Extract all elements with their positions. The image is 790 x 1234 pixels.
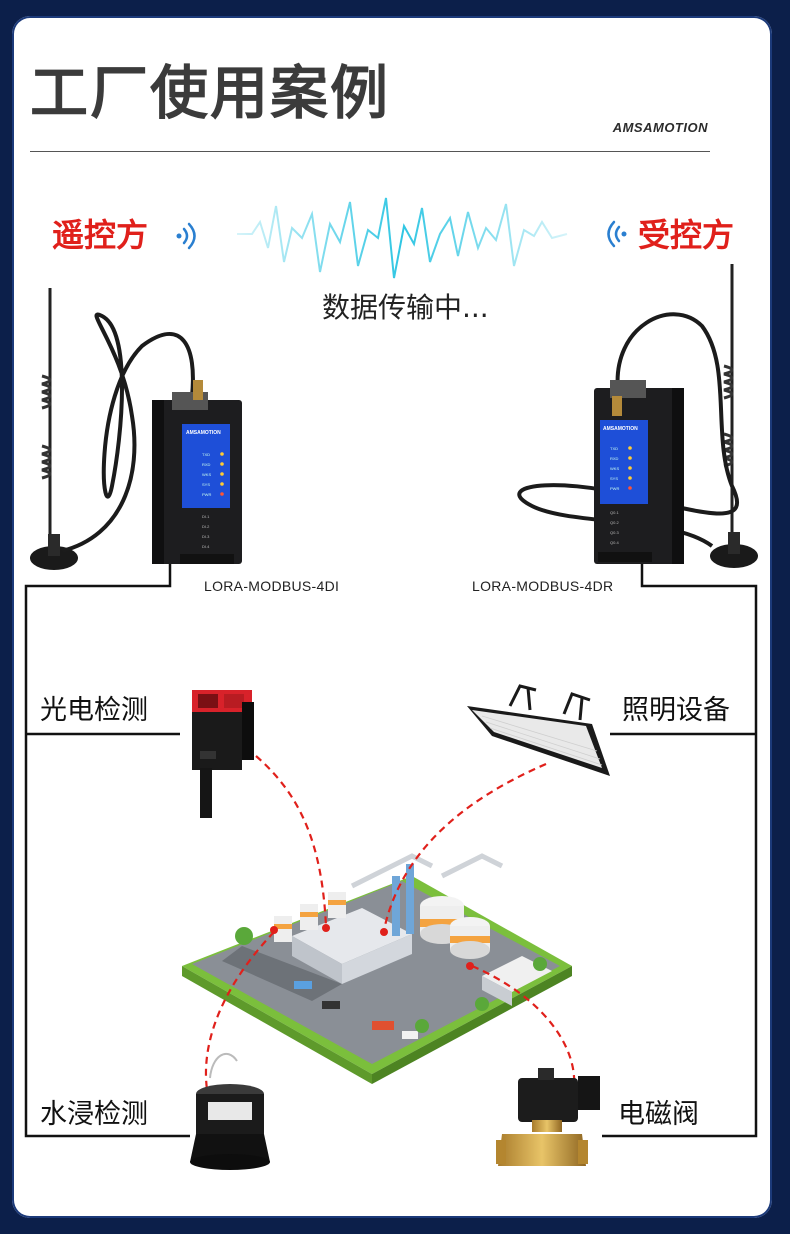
right-device: AMSAMOTION TXD RXD WKS SYS PWR Q0.1Q0.2 … bbox=[594, 380, 684, 564]
svg-text:SYS: SYS bbox=[610, 476, 618, 481]
svg-text:PWR: PWR bbox=[610, 486, 619, 491]
svg-text:RXD: RXD bbox=[610, 456, 619, 461]
left-antenna bbox=[30, 288, 195, 570]
wiring-lines bbox=[24, 564, 758, 1138]
water-sensor-icon bbox=[190, 1052, 270, 1170]
sender-label: 遥控方 bbox=[52, 216, 149, 254]
signal-out-icon bbox=[176, 222, 196, 250]
photoelectric-label: 光电检测 bbox=[40, 695, 148, 726]
svg-text:SYS: SYS bbox=[202, 482, 210, 487]
svg-text:PWR: PWR bbox=[202, 492, 211, 497]
factory-illustration bbox=[182, 853, 572, 1084]
left-device: AMSAMOTION TXD RXD WKS SYS PWR DI.1DI.2 … bbox=[152, 380, 242, 564]
svg-text:WKS: WKS bbox=[610, 466, 619, 471]
svg-text:TXD: TXD bbox=[610, 446, 618, 451]
svg-text:Q0.1: Q0.1 bbox=[610, 510, 619, 515]
case-card: 工厂使用案例 AMSAMOTION 遥控方 受控方 数据传输中... bbox=[12, 16, 772, 1218]
water-detect-label: 水浸检测 bbox=[40, 1099, 148, 1130]
svg-text:AMSAMOTION: AMSAMOTION bbox=[603, 426, 638, 432]
svg-text:Q0.3: Q0.3 bbox=[610, 530, 619, 535]
solenoid-label: 电磁阀 bbox=[618, 1099, 699, 1130]
svg-text:AMSAMOTION: AMSAMOTION bbox=[186, 430, 221, 436]
solenoid-valve-icon bbox=[496, 1068, 600, 1166]
svg-text:Q0.2: Q0.2 bbox=[610, 520, 619, 525]
svg-text:WKS: WKS bbox=[202, 472, 211, 477]
svg-text:DI.3: DI.3 bbox=[202, 534, 210, 539]
brand-logo: AMSAMOTION bbox=[612, 120, 708, 135]
data-wave-icon bbox=[237, 197, 568, 279]
title-divider bbox=[30, 151, 710, 152]
page-title: 工厂使用案例 bbox=[30, 59, 391, 127]
transmission-status: 数据传输中... bbox=[322, 291, 489, 324]
lighting-fixture-icon bbox=[467, 684, 610, 776]
left-model-label: LORA-MODBUS-4DI bbox=[204, 578, 340, 594]
svg-text:DI.4: DI.4 bbox=[202, 544, 210, 549]
svg-text:RXD: RXD bbox=[202, 462, 211, 467]
signal-in-icon bbox=[607, 220, 627, 248]
lighting-label: 照明设备 bbox=[622, 695, 730, 726]
svg-text:DI.1: DI.1 bbox=[202, 514, 210, 519]
svg-text:TXD: TXD bbox=[202, 452, 210, 457]
illustration-canvas: AMSAMOTION TXD RXD WKS SYS PWR DI.1DI.2 … bbox=[24, 197, 758, 1170]
svg-text:Q0.4: Q0.4 bbox=[610, 540, 619, 545]
right-model-label: LORA-MODBUS-4DR bbox=[472, 578, 614, 594]
svg-text:DI.2: DI.2 bbox=[202, 524, 210, 529]
photoelectric-sensor-icon bbox=[192, 690, 254, 818]
receiver-label: 受控方 bbox=[638, 216, 735, 254]
signal-paths bbox=[204, 755, 576, 1097]
right-antenna bbox=[517, 264, 758, 568]
